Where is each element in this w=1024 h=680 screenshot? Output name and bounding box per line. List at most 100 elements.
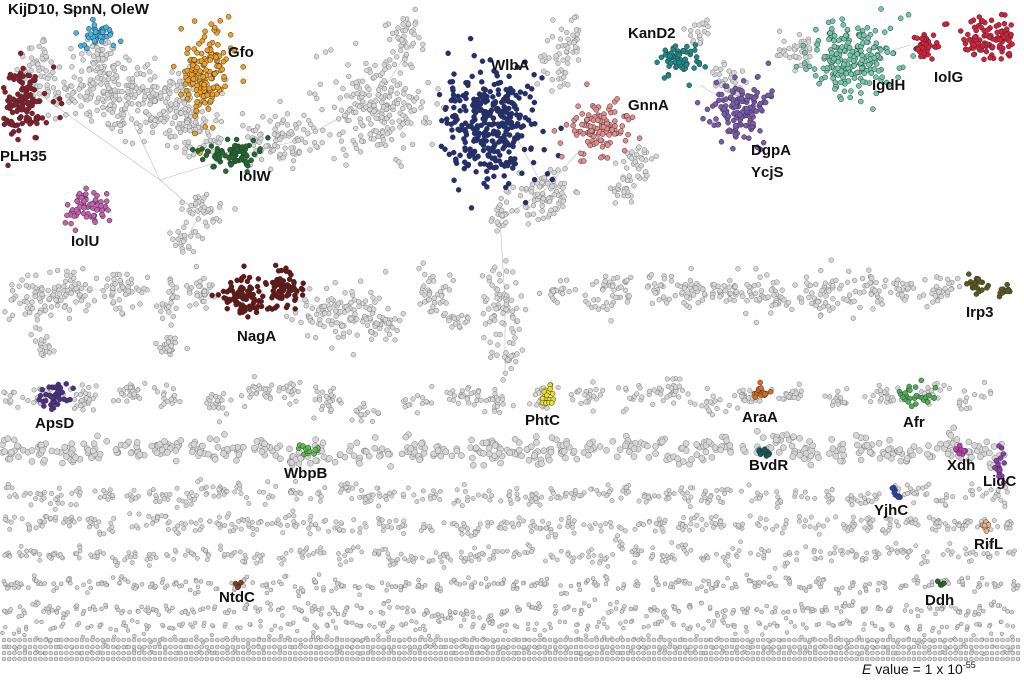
grey-node [46, 610, 51, 615]
grey-node [945, 526, 951, 532]
grey-node [8, 297, 14, 303]
grey-node [115, 81, 122, 88]
grey-node [281, 385, 287, 391]
grey-node [61, 85, 68, 92]
grey-node [385, 582, 391, 587]
grey-node [815, 299, 821, 305]
grey-node [161, 88, 168, 95]
grey-node [682, 548, 687, 553]
grey-node [551, 192, 557, 198]
grey-node [886, 551, 892, 556]
grey-node [193, 263, 200, 270]
grey-node [395, 605, 400, 610]
grey-node [739, 393, 745, 400]
grey-node [687, 504, 693, 510]
grey-node [830, 296, 836, 302]
grey-node [482, 439, 490, 447]
grey-node [364, 322, 371, 328]
grey-node [419, 99, 426, 105]
grey-node [189, 490, 195, 496]
grey-node [706, 407, 712, 413]
grey-node [635, 583, 640, 589]
grey-node [809, 290, 815, 296]
grey-node [357, 149, 364, 155]
grey-node [245, 517, 251, 523]
grey-node [24, 553, 30, 559]
grey-node [849, 502, 855, 508]
grey-node [242, 606, 248, 611]
grey-node [167, 128, 173, 134]
grey-node [117, 580, 122, 586]
grey-node [705, 438, 713, 446]
grey-node [932, 293, 939, 299]
grey-node [497, 278, 503, 284]
grey-node [700, 286, 706, 292]
grey-node [390, 103, 396, 110]
grey-node [170, 386, 177, 392]
grey-node [722, 614, 727, 619]
grey-node [326, 528, 332, 534]
grey-node [652, 528, 658, 534]
grey-node [158, 446, 166, 454]
grey-node [938, 293, 944, 300]
grey-node [607, 519, 613, 525]
grey-node [513, 280, 519, 286]
grey-node [686, 498, 691, 504]
grey-node [336, 451, 344, 458]
grey-node [933, 283, 940, 290]
grey-node [97, 70, 103, 76]
grey-node [465, 526, 471, 532]
grey-node [302, 296, 308, 303]
grey-node [764, 603, 769, 609]
grey-node [709, 586, 714, 591]
grey-node [159, 580, 165, 585]
grey-node [48, 304, 55, 310]
grey-node [585, 301, 591, 307]
grey-node [828, 257, 834, 263]
grey-node [210, 484, 216, 490]
grey-node [479, 550, 485, 556]
grey-node [71, 397, 77, 403]
grey-node [607, 489, 613, 495]
grey-node [477, 521, 483, 527]
grey-node [251, 373, 257, 380]
grey-node [495, 581, 501, 587]
grey-node [688, 521, 694, 527]
grey-node [621, 582, 627, 587]
grey-node [160, 108, 167, 115]
grey-node [64, 287, 71, 294]
grey-node [44, 82, 50, 88]
grey-node [451, 577, 457, 583]
grey-node [232, 549, 238, 555]
grey-node [232, 206, 238, 212]
grey-node [39, 523, 45, 529]
grey-node [426, 119, 432, 126]
grey-node [516, 515, 522, 521]
grey-node [133, 586, 138, 591]
grey-node [319, 439, 327, 447]
grey-node [921, 553, 927, 559]
grey-node [514, 305, 520, 311]
grey-node [395, 25, 401, 31]
grey-node [826, 307, 833, 313]
grey-node [136, 287, 142, 293]
grey-node [620, 409, 626, 415]
grey-node [471, 402, 477, 408]
grey-node [371, 434, 379, 441]
grey-node [694, 522, 700, 528]
grey-node [196, 449, 204, 456]
grey-node [672, 292, 678, 299]
grey-node [354, 332, 360, 338]
grey-node [718, 518, 724, 524]
grey-node [552, 611, 558, 616]
grey-node [542, 581, 548, 586]
grey-node [521, 518, 526, 524]
grey-node [563, 440, 570, 448]
grey-node [306, 525, 312, 531]
grey-node [94, 432, 101, 440]
grey-node [732, 284, 738, 290]
grey-node [486, 274, 492, 281]
grey-node [381, 120, 387, 126]
grey-node [693, 441, 700, 448]
grey-node [119, 310, 125, 316]
